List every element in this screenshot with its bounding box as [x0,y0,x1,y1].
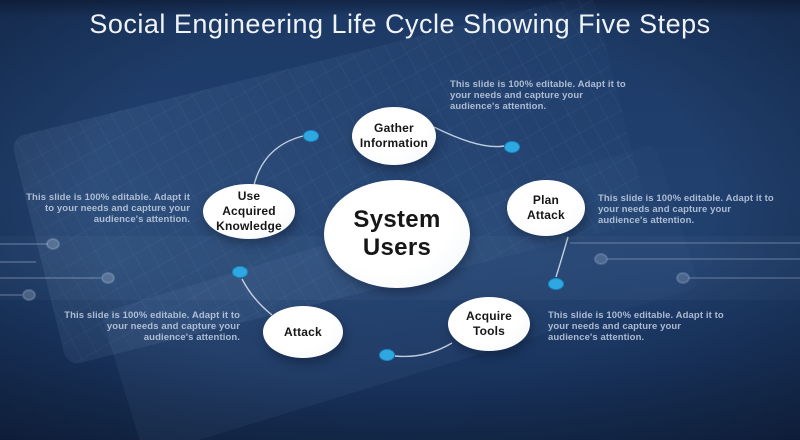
node-gather-information-label: Gather Information [359,121,429,150]
node-gather-information: Gather Information [352,107,436,165]
connector-dot [303,130,319,142]
connector-arc-pa-to-at [555,236,569,278]
circuit-node-dot [22,289,36,301]
annotation-attack: This slide is 100% editable. Adapt it to… [64,310,240,343]
node-acquire-tools: Acquire Tools [448,297,530,351]
annotation-acquire-tools: This slide is 100% editable. Adapt it to… [548,310,724,343]
circuit-node-dot [46,238,60,250]
connector-arc-gi-to-pa [433,126,505,148]
connector-arc-at-to-attack [394,342,453,358]
circuit-node-dot [594,253,608,265]
connector-dot [232,266,248,278]
annotation-gather-information: This slide is 100% editable. Adapt it to… [450,79,626,112]
node-system-users-label: System Users [353,205,441,261]
connector-arc-attack-to-uak [241,278,273,316]
connector-dot [379,349,395,361]
connector-dot [504,141,520,153]
node-plan-attack: Plan Attack [507,180,585,236]
node-use-acquired-knowledge-label: Use Acquired Knowledge [216,189,282,233]
node-system-users: System Users [324,180,470,288]
annotation-use-acquired-knowledge: This slide is 100% editable. Adapt it to… [26,192,190,225]
circuit-node-dot [101,272,115,284]
node-acquire-tools-label: Acquire Tools [465,309,513,338]
node-attack-label: Attack [284,324,322,339]
slide-title: Social Engineering Life Cycle Showing Fi… [89,9,711,39]
circuit-node-dot [676,272,690,284]
connector-arc-uak-to-gi [253,135,304,186]
annotation-plan-attack: This slide is 100% editable. Adapt it to… [598,193,774,226]
node-use-acquired-knowledge: Use Acquired Knowledge [203,184,295,239]
connector-dot [548,278,564,290]
node-plan-attack-label: Plan Attack [527,193,565,222]
node-attack: Attack [263,306,343,358]
